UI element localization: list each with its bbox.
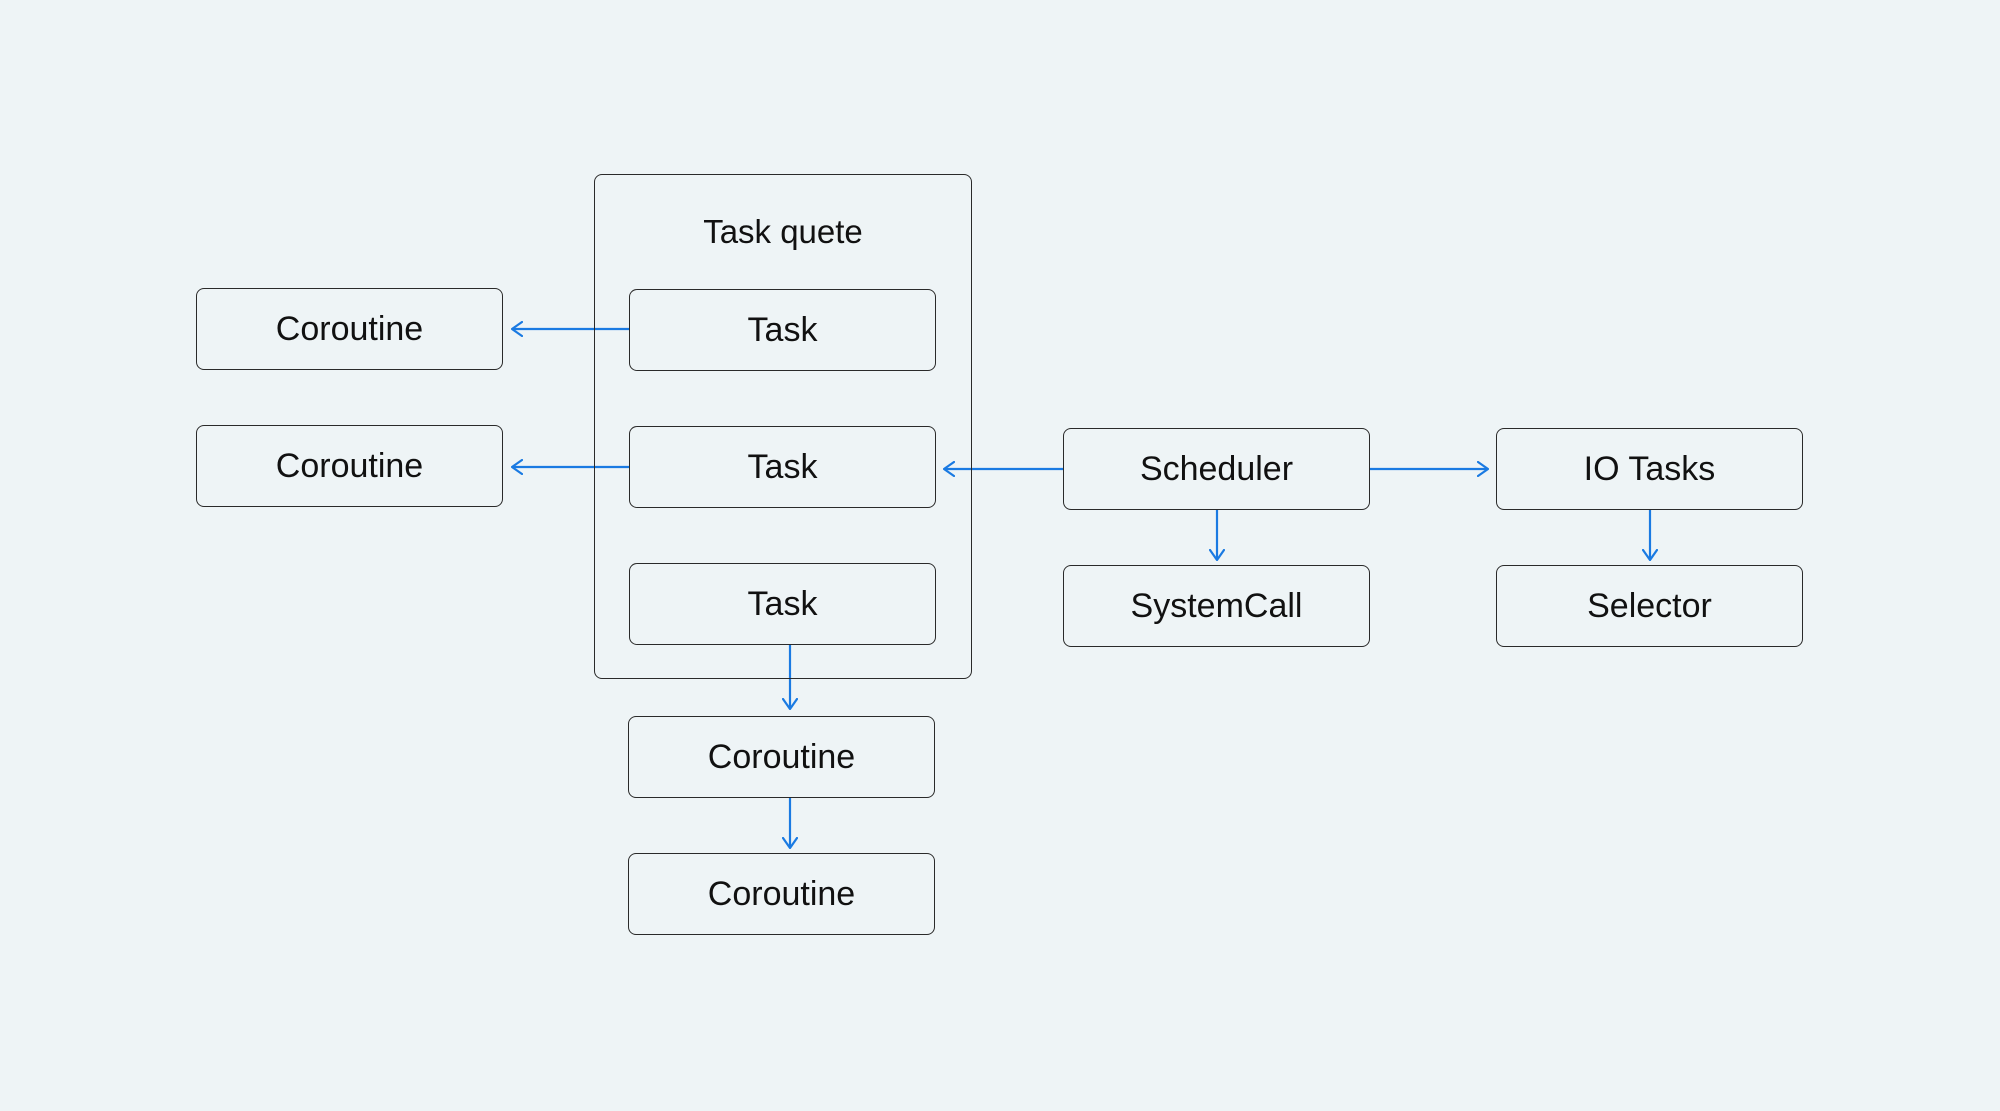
task-queue-container: Task quete bbox=[594, 174, 972, 679]
coroutine-bottom-2-label: Coroutine bbox=[707, 875, 856, 913]
coroutine-bottom-2: Coroutine bbox=[628, 853, 935, 935]
coroutine-left-2-label: Coroutine bbox=[275, 447, 424, 485]
coroutine-left-2: Coroutine bbox=[196, 425, 503, 507]
io-tasks-node: IO Tasks bbox=[1496, 428, 1803, 510]
task-node-2: Task bbox=[629, 426, 936, 508]
coroutine-left-1-label: Coroutine bbox=[275, 310, 424, 348]
coroutine-bottom-1: Coroutine bbox=[628, 716, 935, 798]
io-tasks-label: IO Tasks bbox=[1583, 450, 1716, 488]
selector-node: Selector bbox=[1496, 565, 1803, 647]
selector-label: Selector bbox=[1587, 587, 1712, 625]
coroutine-bottom-1-label: Coroutine bbox=[707, 738, 856, 776]
task-node-3: Task bbox=[629, 563, 936, 645]
systemcall-label: SystemCall bbox=[1130, 587, 1303, 625]
scheduler-label: Scheduler bbox=[1139, 450, 1294, 488]
task-node-1: Task bbox=[629, 289, 936, 371]
task-node-2-label: Task bbox=[747, 448, 818, 486]
coroutine-left-1: Coroutine bbox=[196, 288, 503, 370]
systemcall-node: SystemCall bbox=[1063, 565, 1370, 647]
task-node-3-label: Task bbox=[747, 585, 818, 623]
task-queue-title: Task quete bbox=[703, 213, 863, 250]
task-node-1-label: Task bbox=[747, 311, 818, 349]
scheduler-node: Scheduler bbox=[1063, 428, 1370, 510]
